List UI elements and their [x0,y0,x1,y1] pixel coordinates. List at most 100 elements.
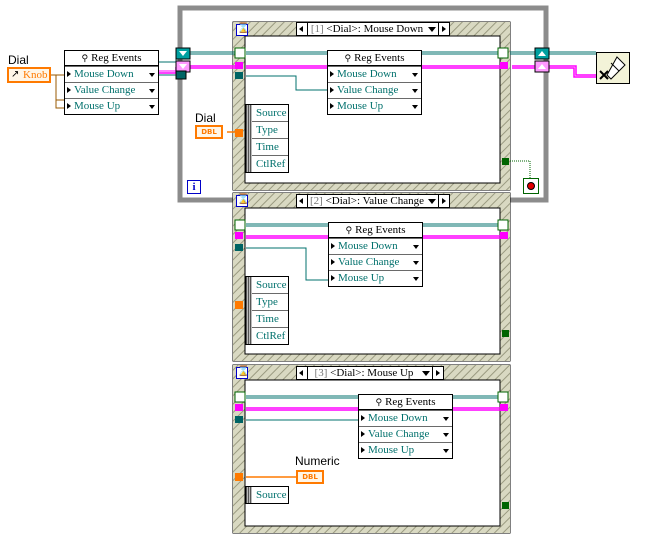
event-data-time[interactable]: Time [246,138,288,155]
case1-num-term [235,129,243,137]
register-events-icon: ⚲ [344,54,352,64]
case2-num-term [235,301,243,309]
case3-prev-arrow[interactable] [297,367,308,379]
reg-wire-d [510,51,596,55]
register-events-node-case2[interactable]: ⚲Reg Events Mouse Down Value Change Mous… [328,222,423,287]
case2-next-arrow[interactable] [438,195,449,207]
reg-row-mouse-up[interactable]: Mouse Up [328,98,421,114]
event-data-node-case1[interactable]: Source Type Time CtlRef [245,104,289,173]
unregister-events-icon [599,56,626,80]
register-events-node-outer[interactable]: ⚲Reg Events Mouse Down Value Change Mous… [64,50,159,115]
knob-terminal[interactable]: ↗ Knob [7,67,51,83]
stop-condition-terminal[interactable] [523,178,539,194]
case2-selector[interactable]: [2] <Dial>: Value Change [296,194,450,208]
case1-ev-term [235,72,243,79]
event-data-ctlref[interactable]: CtlRef [246,327,288,344]
dial-label: Dial [8,53,29,67]
case2-error-wire [246,235,500,239]
dial-inner-label: Dial [195,111,216,125]
chevron-down-icon [412,89,418,93]
case1-event-wire [246,75,327,91]
reg-row-mouse-down[interactable]: Mouse Down [329,238,422,254]
register-events-header: ⚲Reg Events [328,51,421,66]
chevron-down-icon [443,417,449,421]
reg-row-value-change[interactable]: Value Change [329,254,422,270]
numeric-label: Numeric [295,454,340,468]
case3-err-term-r [500,404,508,411]
reg-row-value-change[interactable]: Value Change [359,426,452,442]
knob-icon: ↗ [11,69,20,80]
iteration-terminal[interactable]: i [187,180,201,194]
event-data-node-case3[interactable]: Source [245,486,289,504]
case3-selector[interactable]: [3] <Dial>: Mouse Up [296,366,444,380]
case2-err-term-r [500,232,508,239]
dial-dbl-terminal[interactable]: DBL [195,125,223,139]
register-events-node-case3[interactable]: ⚲Reg Events Mouse Down Value Change Mous… [358,394,453,459]
reg-row-mouse-down[interactable]: Mouse Down [328,66,421,82]
numeric-dbl-terminal[interactable]: DBL [296,470,324,484]
reg-row-mouse-down[interactable]: Mouse Down [359,410,452,426]
reg-row-mouse-up[interactable]: Mouse Up [359,442,452,458]
case2-dyn-term [234,219,246,231]
case1-selector[interactable]: [1] <Dial>: Mouse Down [296,22,450,36]
case2-prev-arrow[interactable] [297,195,308,207]
case1-prev-arrow[interactable] [297,23,308,35]
case3-next-arrow[interactable] [432,367,443,379]
chevron-down-icon [443,433,449,437]
case3-reg-wire [246,395,500,399]
chevron-down-icon [413,261,419,265]
event-data-type[interactable]: Type [246,293,288,310]
unregister-events-node[interactable] [596,52,630,84]
case3-ev-term [235,416,243,423]
reg-row-mouse-down[interactable]: Mouse Down [65,66,158,82]
event-data-ctlref[interactable]: CtlRef [246,155,288,172]
case2-stop-term [502,330,509,337]
knob-terminal-label: Knob [23,69,48,81]
case3-num-term [235,473,243,481]
reg-wire-b [190,51,240,55]
dial-ref-wire [50,74,64,109]
chevron-down-icon[interactable] [428,27,436,32]
reg-row-mouse-up[interactable]: Mouse Up [329,270,422,286]
case2-event-wire [246,247,328,281]
case3-timeout-icon [236,366,249,379]
chevron-down-icon[interactable] [428,199,436,204]
register-events-header: ⚲Reg Events [359,395,452,410]
case3-dyn-term [234,391,246,403]
event-data-node-case2[interactable]: Source Type Time CtlRef [245,276,289,345]
event-data-source[interactable]: Source [256,279,287,291]
chevron-down-icon [412,73,418,77]
reg-row-mouse-up[interactable]: Mouse Up [65,98,158,114]
chevron-down-icon [413,277,419,281]
event-data-source[interactable]: Source [256,489,287,501]
case2-ev-term [235,244,243,251]
case3-stop-term [502,502,509,509]
reg-wire-e [159,52,177,63]
event-data-type[interactable]: Type [246,121,288,138]
register-events-header: ⚲Reg Events [329,223,422,238]
case1-stop-term [502,158,509,165]
case3-err-term [235,404,243,411]
reg-row-value-change[interactable]: Value Change [65,82,158,98]
event-data-time[interactable]: Time [246,310,288,327]
chevron-down-icon [412,105,418,109]
reg-wire-c [246,51,498,55]
case2-reg-wire [246,223,500,227]
case1-err-term [235,62,243,69]
chevron-down-icon [149,89,155,93]
register-events-node-case1[interactable]: ⚲Reg Events Mouse Down Value Change Mous… [327,50,422,115]
case1-dyn-term [234,47,246,59]
case1-err-term-r [500,62,508,69]
chevron-down-icon [149,105,155,109]
case2-err-term [235,232,243,239]
reg-row-value-change[interactable]: Value Change [328,82,421,98]
register-events-icon: ⚲ [345,226,353,236]
case1-dyn-term-r [497,47,509,59]
event-data-source[interactable]: Source [256,107,287,119]
chevron-down-icon[interactable] [422,371,430,376]
event-tunnel-left [175,70,187,80]
register-events-icon: ⚲ [81,54,89,64]
case1-next-arrow[interactable] [438,23,449,35]
case3-dyn-term-r [497,391,509,403]
